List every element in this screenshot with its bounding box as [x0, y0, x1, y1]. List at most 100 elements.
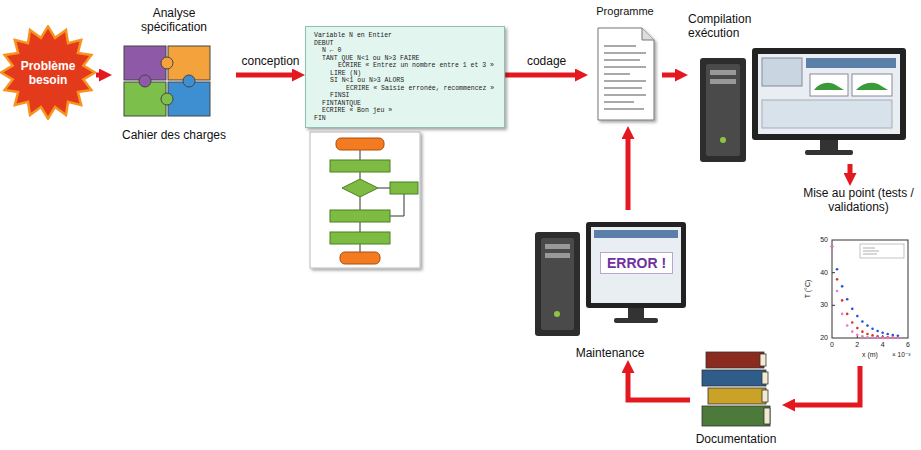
puzzle-illustration-part [161, 57, 173, 69]
books-illustration-part [702, 406, 770, 426]
result-chart-part-part [856, 333, 859, 336]
puzzle-illustration-part [161, 93, 173, 105]
computer-illustration-part [700, 58, 746, 162]
result-chart-part-part [892, 336, 895, 339]
axis-title: x (m) [855, 351, 885, 359]
maintenance-node: ERROR !Maintenance [530, 210, 690, 360]
computer-illustration-part [814, 83, 844, 90]
books-illustration-part [762, 372, 768, 384]
code-line: ECRIRE « Entrez un nombre entre 1 et 3 » [314, 62, 494, 70]
flow-arrow [848, 164, 853, 173]
books-illustration-part [702, 370, 766, 386]
result-chart-part-part [886, 336, 889, 339]
node-label: Problème besoin [15, 59, 81, 87]
result-chart-part-part [892, 334, 895, 337]
flow-arrow [505, 73, 575, 78]
result-chart-part-part [841, 285, 844, 288]
code-line: FIN [314, 115, 494, 123]
books-illustration [702, 352, 770, 426]
result-chart-part-part [861, 335, 864, 338]
result-chart-part-part [856, 327, 859, 330]
result-chart-part-part [851, 308, 854, 311]
result-chart-part-part [876, 336, 879, 339]
node-label: Analyse spécification [124, 6, 224, 34]
computer-illustration-part [762, 100, 892, 128]
books-illustration-part [760, 354, 766, 366]
code-line: TANT QUE N<1 ou N>3 FAIRE [314, 55, 494, 63]
node-label: Documentation [696, 432, 777, 446]
testing-node: Mise au point (tests / validations) [800, 186, 917, 366]
flow-arrow [236, 73, 292, 78]
result-chart-part-part [846, 324, 849, 327]
axis-tick-label: 50 [812, 236, 828, 244]
code-line: Variable N en Entier [314, 32, 494, 40]
result-chart-part [831, 245, 899, 339]
result-chart [831, 240, 908, 339]
code-line: N ← 0 [314, 47, 494, 55]
flowchart-illustration-part [330, 232, 390, 244]
computer-illustration-part [856, 83, 888, 90]
maintenance-computer-part [586, 222, 686, 308]
books-illustration-part [764, 408, 770, 424]
flow-arrow [628, 373, 690, 400]
result-chart-part-part [866, 336, 869, 339]
code-line: DEBUT [314, 40, 494, 48]
computer-illustration-part [810, 74, 848, 96]
maintenance-computer-part [628, 308, 644, 318]
computer-illustration-part [852, 74, 892, 96]
axis-tick-label: 4 [877, 341, 889, 349]
computer-illustration [700, 48, 906, 162]
maintenance-computer-part [535, 232, 580, 336]
result-chart-part-part [851, 321, 854, 324]
result-chart-part-part [836, 278, 839, 281]
node-label: Programme [596, 4, 653, 18]
axis-title: × 10⁻³ [892, 351, 914, 359]
computer-illustration-part [720, 137, 726, 143]
node-label: Mise au point (tests / validations) [800, 186, 917, 214]
flowchart-illustration-part [330, 160, 390, 172]
result-chart-part-part [866, 333, 869, 336]
program-document [598, 28, 654, 120]
flowchart-illustration-part [342, 179, 378, 197]
books-illustration-part [762, 390, 768, 402]
computer-illustration-part [806, 58, 896, 68]
puzzle-illustration [124, 46, 210, 116]
result-chart-part [860, 244, 904, 258]
computer-illustration-part [710, 70, 736, 75]
result-chart-part-part [897, 336, 900, 339]
result-chart-part-part [871, 336, 874, 339]
result-chart-part-part [866, 324, 869, 327]
compilation-node: Compilation exécution [688, 12, 910, 164]
maintenance-computer-part [614, 318, 658, 323]
problem-starburst: Problème besoin [0, 25, 96, 120]
maintenance-computer-part [591, 227, 681, 303]
result-chart-part-part [897, 334, 900, 337]
flowchart-illustration [310, 132, 420, 268]
result-chart-part-part [831, 245, 834, 248]
result-chart-part-part [846, 298, 849, 301]
axis-tick-label: 6 [902, 341, 914, 349]
flow-arrow [626, 139, 631, 210]
axis-tick-label: 30 [812, 301, 828, 309]
result-chart-part-part [841, 299, 844, 302]
result-chart-part-part [886, 337, 889, 340]
result-chart-part-part [881, 337, 884, 340]
computer-illustration-part [762, 58, 802, 86]
program-document-part [598, 28, 654, 120]
puzzle-illustration-part [139, 75, 151, 87]
code-line: ECRIRE « Bon jeu » [314, 107, 494, 115]
code-line: SI N<1 ou N>3 ALORS [314, 77, 494, 85]
program-document-part [604, 46, 646, 109]
flowchart-illustration-part [310, 132, 420, 268]
flow-arrow [96, 73, 99, 78]
node-label: Cahier des charges [122, 128, 226, 142]
result-chart-part-part [897, 337, 900, 340]
node-label: Compilation exécution [688, 12, 778, 40]
computer-illustration-part [805, 150, 853, 155]
flowchart-illustration-part [330, 210, 390, 222]
edge-label: codage [525, 54, 568, 68]
program-document-part-part [604, 46, 646, 109]
computer-illustration-part [752, 48, 906, 140]
result-chart-part-part [831, 245, 834, 248]
